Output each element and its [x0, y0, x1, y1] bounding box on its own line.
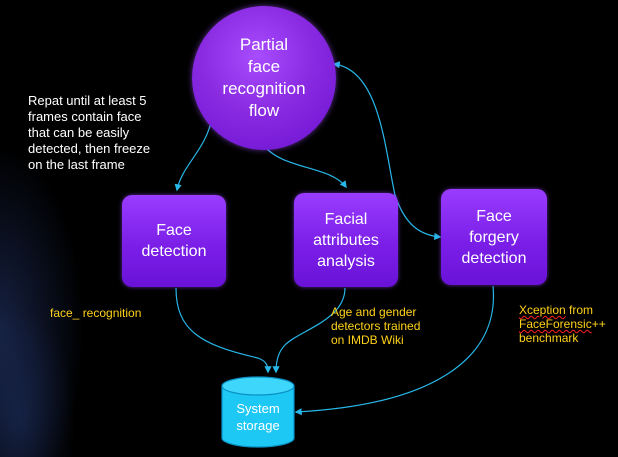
faceforensic-word: FaceForensic	[519, 317, 592, 331]
note-line: benchmark	[519, 331, 579, 345]
node-line: Facial	[324, 210, 368, 228]
node-line: analysis	[317, 252, 375, 270]
age-gender-note: Age and gender detectors trained on IMDB…	[331, 305, 420, 347]
note-line: that can be easily	[28, 125, 130, 140]
note-line: Age and gender	[331, 305, 417, 319]
note-line: on the last frame	[28, 157, 125, 172]
link-facial-attributes-storage	[272, 287, 346, 374]
facial-attributes-analysis-node: Facial attributes analysis	[294, 193, 398, 287]
link-flow-face-forgery	[332, 61, 442, 241]
node-line: face	[247, 57, 281, 76]
note-line: on IMDB Wiki	[331, 333, 404, 347]
node-line: Face	[156, 222, 192, 239]
note-line: detectors trained	[331, 319, 421, 333]
note-line: FaceForensic++	[519, 317, 606, 331]
link-face-detection-storage	[175, 287, 272, 374]
link-face-forgery-storage	[294, 285, 495, 416]
node-line: storage	[236, 418, 280, 433]
link-flow-facial-attributes	[261, 141, 347, 189]
link-flow-face-detection	[174, 116, 215, 192]
note-line: Repat until at least 5	[28, 93, 147, 108]
face-detection-node: Face detection	[122, 195, 226, 287]
note-line: frames contain face	[28, 109, 142, 124]
face-forgery-detection-node: Face forgery detection	[441, 189, 547, 285]
node-line: detection	[461, 249, 527, 267]
xception-note: Xception from FaceForensic++ benchmark	[519, 303, 606, 345]
node-line: detection	[141, 243, 207, 260]
xception-word: Xception	[519, 303, 566, 317]
repeat-note: Repat until at least 5 frames contain fa…	[28, 93, 178, 173]
note-line: Xception from	[519, 303, 606, 317]
node-line: Partial	[239, 35, 289, 54]
node-line: recognition	[222, 79, 306, 98]
system-storage-cylinder	[221, 376, 295, 448]
node-line: System	[236, 401, 280, 416]
face-recognition-note: face_ recognition	[50, 306, 142, 320]
node-line: Face	[476, 207, 512, 225]
node-line: attributes	[313, 231, 379, 249]
system-storage-label: System storage	[222, 400, 294, 434]
partial-face-recognition-flow-node: Partial face recognition flow	[192, 6, 336, 150]
note-line: detected, then freeze	[28, 141, 151, 156]
node-line: forgery	[469, 228, 519, 246]
node-line: flow	[248, 101, 280, 120]
note-text: from	[565, 303, 594, 317]
note-text: ++	[591, 317, 606, 331]
